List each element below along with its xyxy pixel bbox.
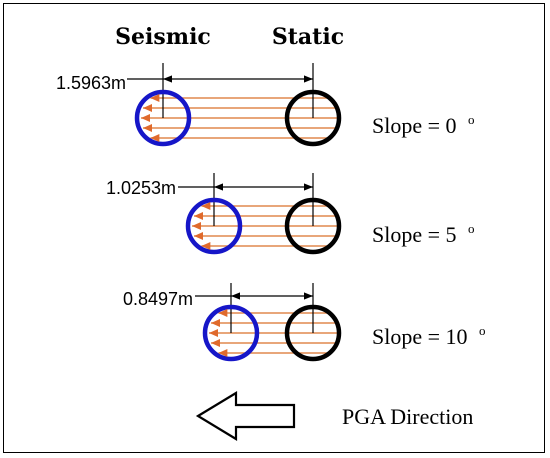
- degree-superscript: o: [468, 221, 475, 236]
- seismic-load-arrowhead: [143, 104, 152, 112]
- slope-label: Slope = 5 o: [372, 221, 475, 247]
- seismic-load-arrowhead: [209, 329, 218, 337]
- case-slope-0: 1.5963m Slope = 0 o: [56, 63, 475, 147]
- static-tunnel-ring: [284, 304, 342, 362]
- seismic-load-arrowhead: [201, 202, 211, 210]
- seismic-load-arrowhead: [194, 232, 203, 240]
- seismic-load-arrowhead: [141, 114, 150, 122]
- static-tunnel-ring: [284, 197, 342, 255]
- case-geometry: [178, 173, 342, 255]
- slope-value: Slope = 0: [372, 113, 457, 138]
- offset-label: 0.8497m: [123, 289, 193, 309]
- left-arrow-outline-icon: [195, 391, 296, 441]
- seismic-load-arrowhead: [218, 309, 228, 317]
- degree-superscript: o: [468, 112, 475, 127]
- pga-direction-label: PGA Direction: [342, 404, 473, 429]
- seismic-load-arrowhead: [211, 319, 220, 327]
- slope-label: Slope = 0 o: [372, 112, 475, 138]
- static-tunnel-ring: [284, 89, 342, 147]
- seismic-load-arrowhead: [143, 124, 152, 132]
- case-geometry: [127, 63, 342, 147]
- seismic-tunnel-ring: [185, 197, 243, 255]
- seismic-load-arrowhead: [192, 222, 201, 230]
- seismic-load-arrowhead: [194, 212, 203, 220]
- offset-label: 1.5963m: [56, 73, 126, 93]
- seismic-load-arrowhead: [150, 134, 160, 142]
- case-slope-5: 1.0253m Slope = 5 o: [106, 173, 475, 255]
- seismic-load-arrowhead: [211, 339, 220, 347]
- seismic-load-arrowhead: [150, 94, 160, 102]
- seismic-tunnel-ring: [134, 89, 192, 147]
- case-slope-10: 0.8497m Slope = 10 o: [123, 283, 486, 362]
- case-geometry: [195, 283, 342, 362]
- seismic-heading: Seismic: [115, 24, 211, 50]
- offset-label: 1.0253m: [106, 178, 176, 198]
- seismic-tunnel-ring: [202, 304, 260, 362]
- slope-value: Slope = 10: [372, 324, 468, 349]
- slope-label: Slope = 10 o: [372, 323, 486, 349]
- seismic-load-arrowhead: [201, 242, 211, 250]
- static-heading: Static: [272, 24, 344, 50]
- pga-direction-legend: PGA Direction: [195, 391, 473, 441]
- slope-value: Slope = 5: [372, 222, 457, 247]
- degree-superscript: o: [479, 323, 486, 338]
- seismic-load-arrowhead: [218, 349, 228, 357]
